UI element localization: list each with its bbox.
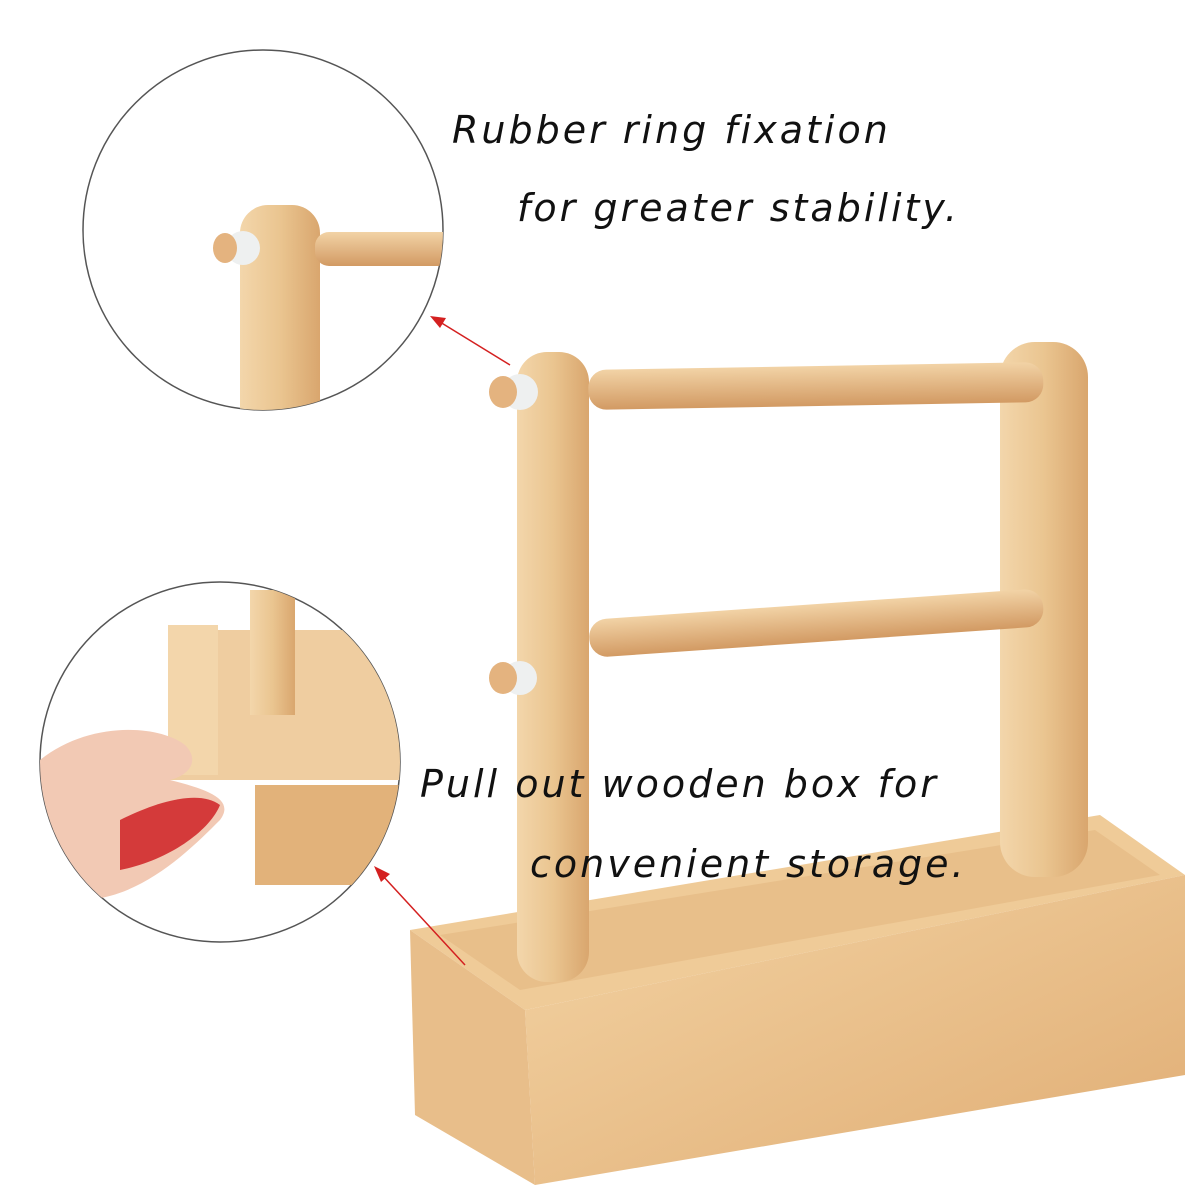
detail-rubber-ring xyxy=(82,49,444,411)
left-upright xyxy=(517,352,589,982)
caption-top-line2: for greater stability. xyxy=(517,186,961,230)
arrow-to-detail-bottom xyxy=(374,866,466,966)
rod-end xyxy=(489,662,517,694)
wooden-box xyxy=(410,815,1185,1185)
top-rod xyxy=(588,362,1044,410)
rod-end xyxy=(489,376,517,408)
caption-top-line1: Rubber ring fixation xyxy=(452,108,891,152)
arrow-to-detail-top xyxy=(430,316,511,366)
caption-bottom-line1: Pull out wooden box for xyxy=(420,762,939,806)
right-upright xyxy=(1000,342,1088,877)
bottom-rod xyxy=(589,589,1044,657)
detail-pull-out-box xyxy=(39,581,401,943)
caption-bottom-line2: convenient storage. xyxy=(530,842,967,886)
